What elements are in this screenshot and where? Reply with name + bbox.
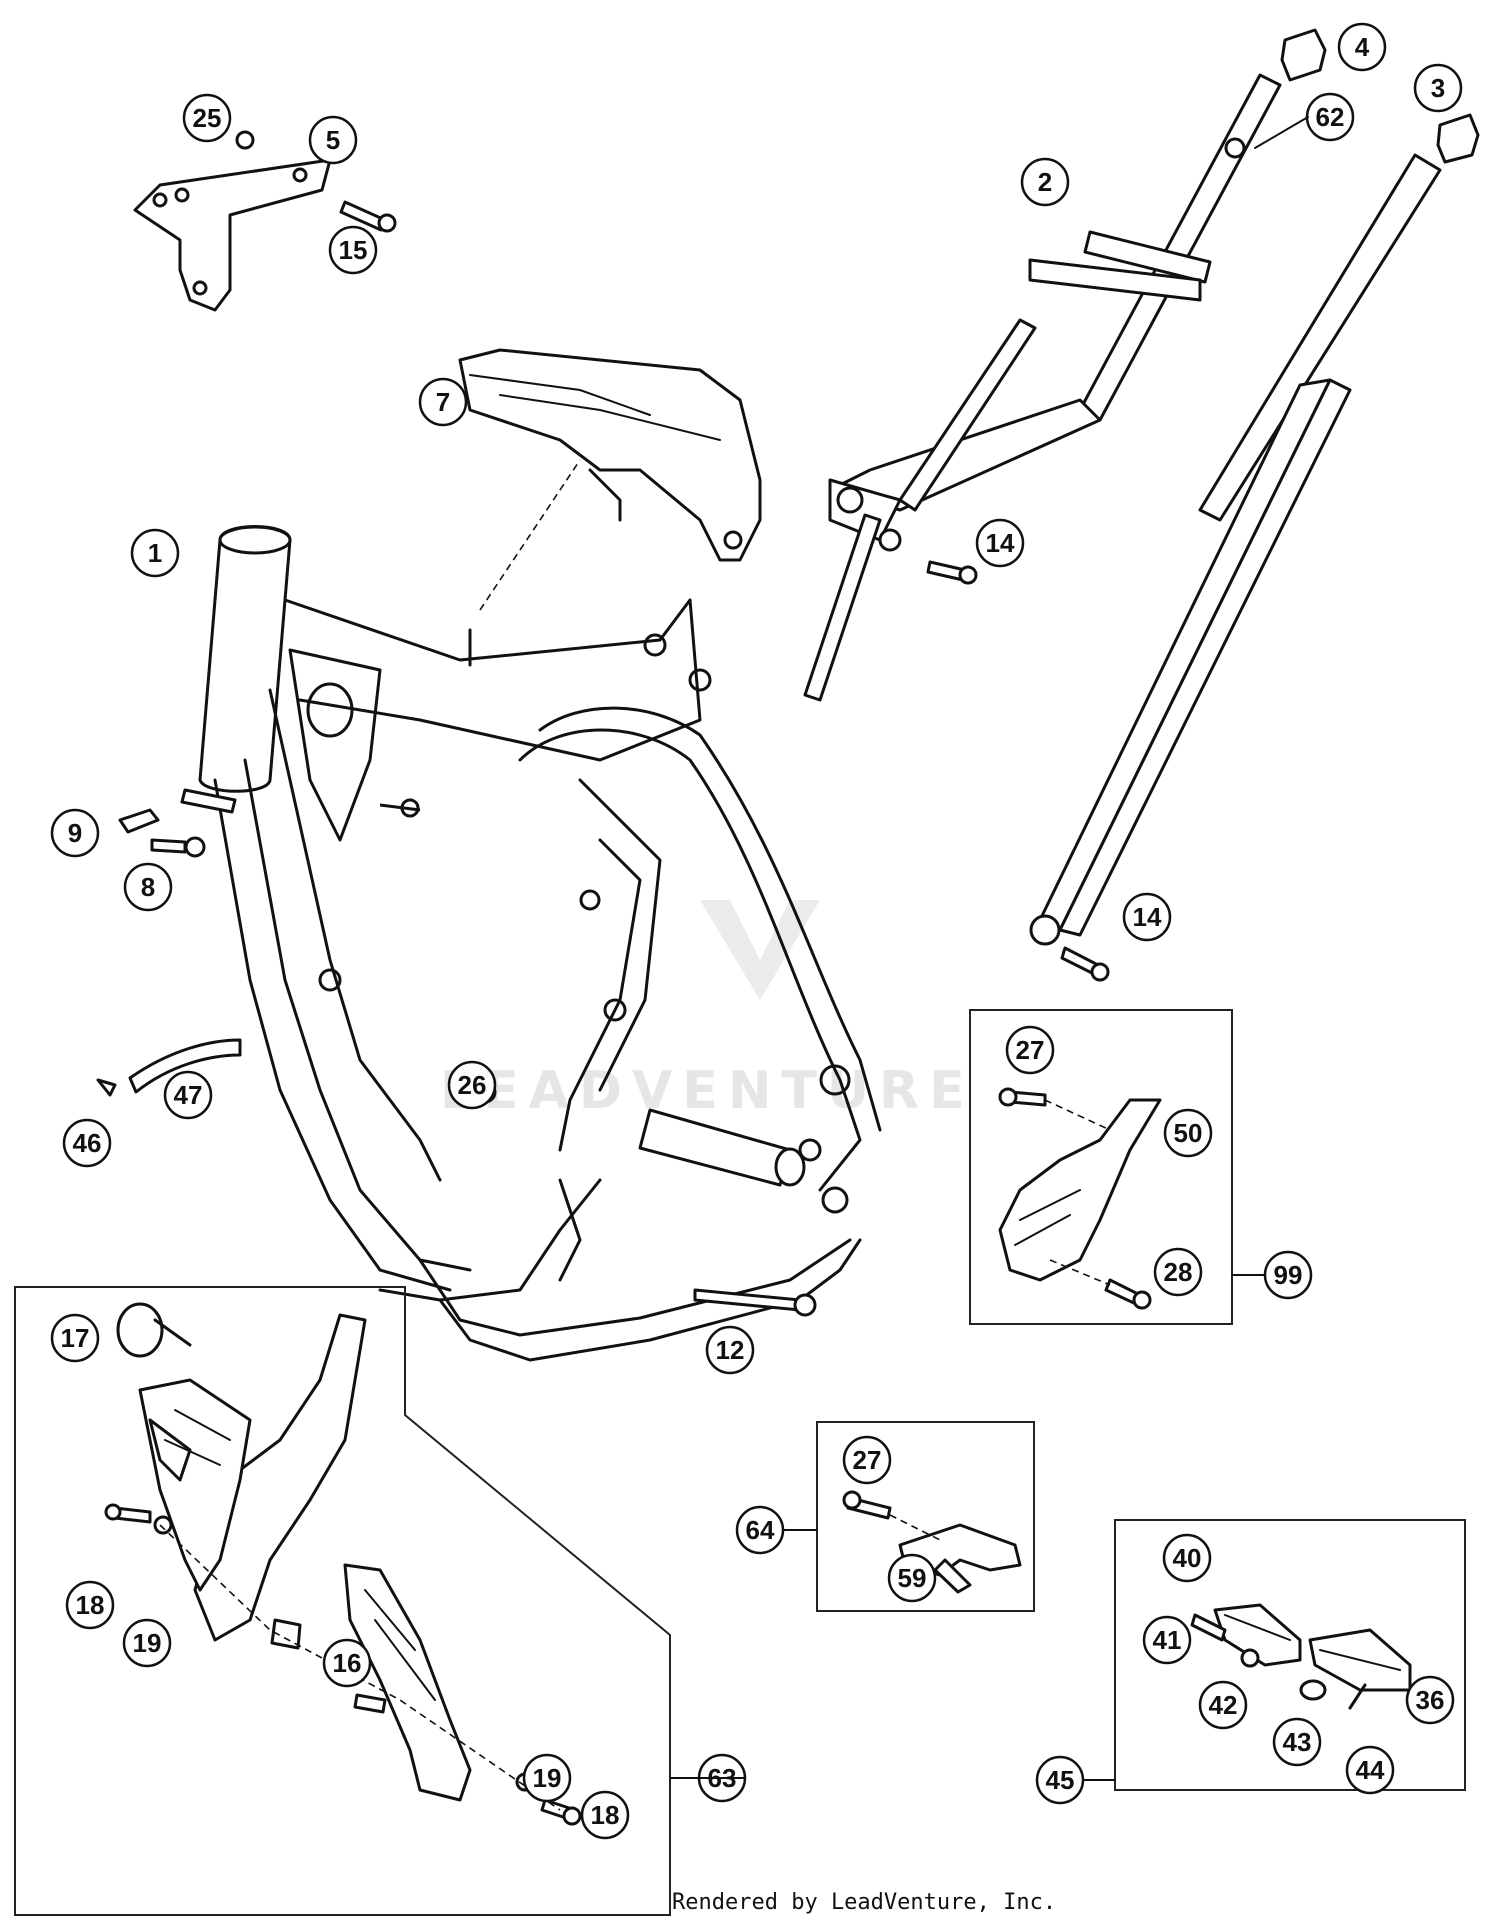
box-64: [816, 1421, 1035, 1612]
callout-27-box99[interactable]: 27: [1005, 1025, 1055, 1075]
svg-text:14: 14: [986, 528, 1015, 558]
callout-47[interactable]: 47: [163, 1070, 213, 1120]
svg-text:42: 42: [1209, 1690, 1238, 1720]
svg-text:36: 36: [1416, 1685, 1445, 1715]
svg-text:19: 19: [533, 1763, 562, 1793]
svg-text:18: 18: [591, 1800, 620, 1830]
callout-19-left[interactable]: 19: [122, 1618, 172, 1668]
callout-leaders: [669, 116, 1309, 1781]
callout-36[interactable]: 36: [1405, 1675, 1455, 1725]
svg-text:27: 27: [853, 1445, 882, 1475]
callout-40[interactable]: 40: [1162, 1533, 1212, 1583]
svg-text:15: 15: [339, 235, 368, 265]
svg-text:7: 7: [436, 387, 450, 417]
box-99: [969, 1009, 1233, 1325]
svg-text:47: 47: [174, 1080, 203, 1110]
svg-text:62: 62: [1316, 102, 1345, 132]
svg-text:25: 25: [193, 103, 222, 133]
callout-62[interactable]: 62: [1305, 92, 1355, 142]
callout-19-right[interactable]: 19: [522, 1753, 572, 1803]
svg-text:4: 4: [1355, 32, 1370, 62]
footer-credit: Rendered by LeadVenture, Inc.: [672, 1890, 1057, 1915]
box-63: [14, 1286, 671, 1916]
callout-18-left[interactable]: 18: [65, 1580, 115, 1630]
callout-42[interactable]: 42: [1198, 1680, 1248, 1730]
svg-text:99: 99: [1274, 1260, 1303, 1290]
callout-25[interactable]: 25: [182, 93, 232, 143]
callout-27-box64[interactable]: 27: [842, 1435, 892, 1485]
svg-text:40: 40: [1173, 1543, 1202, 1573]
engine-mount-bracket[interactable]: [133, 130, 397, 312]
watermark-text: LEADVENTURE: [440, 1061, 975, 1121]
callout-17[interactable]: 17: [50, 1313, 100, 1363]
callout-1[interactable]: 1: [130, 528, 180, 578]
svg-text:41: 41: [1153, 1625, 1182, 1655]
callout-64[interactable]: 64: [735, 1505, 785, 1555]
svg-text:2: 2: [1038, 167, 1052, 197]
callout-5[interactable]: 5: [308, 115, 358, 165]
callout-26[interactable]: 26: [447, 1060, 497, 1110]
callout-18-right[interactable]: 18: [580, 1790, 630, 1840]
callout-4[interactable]: 4: [1337, 22, 1387, 72]
callout-43[interactable]: 43: [1272, 1717, 1322, 1767]
callout-16[interactable]: 16: [322, 1638, 372, 1688]
callout-3[interactable]: 3: [1413, 63, 1463, 113]
svg-text:45: 45: [1046, 1765, 1075, 1795]
svg-text:14: 14: [1133, 902, 1162, 932]
callout-99[interactable]: 99: [1263, 1250, 1313, 1300]
chain-guide-assembly[interactable]: [998, 1087, 1162, 1310]
callout-8[interactable]: 8: [123, 862, 173, 912]
watermark: LEADVENTURE: [440, 900, 975, 1121]
svg-text:12: 12: [716, 1335, 745, 1365]
callout-44[interactable]: 44: [1345, 1745, 1395, 1795]
svg-text:43: 43: [1283, 1727, 1312, 1757]
callout-59[interactable]: 59: [887, 1553, 937, 1603]
callout-12[interactable]: 12: [705, 1325, 755, 1375]
callout-46[interactable]: 46: [62, 1118, 112, 1168]
callout-2[interactable]: 2: [1020, 157, 1070, 207]
callout-45[interactable]: 45: [1035, 1755, 1085, 1805]
callout-7[interactable]: 7: [418, 377, 468, 427]
svg-text:8: 8: [141, 872, 155, 902]
svg-text:5: 5: [326, 125, 340, 155]
callout-41[interactable]: 41: [1142, 1615, 1192, 1665]
svg-text:17: 17: [61, 1323, 90, 1353]
frame-protector-assembly[interactable]: [104, 1302, 582, 1826]
subframe[interactable]: [803, 28, 1480, 982]
svg-text:16: 16: [333, 1648, 362, 1678]
svg-text:64: 64: [746, 1515, 775, 1545]
svg-text:9: 9: [68, 818, 82, 848]
svg-text:3: 3: [1431, 73, 1445, 103]
svg-text:26: 26: [458, 1070, 487, 1100]
svg-text:27: 27: [1016, 1035, 1045, 1065]
svg-text:18: 18: [76, 1590, 105, 1620]
tank-bracket[interactable]: [458, 348, 762, 611]
callout-15[interactable]: 15: [328, 225, 378, 275]
svg-text:50: 50: [1174, 1118, 1203, 1148]
callout-28[interactable]: 28: [1153, 1247, 1203, 1297]
footrest-assembly[interactable]: [1190, 1603, 1412, 1710]
svg-text:46: 46: [73, 1128, 102, 1158]
callout-9[interactable]: 9: [50, 808, 100, 858]
svg-text:28: 28: [1164, 1257, 1193, 1287]
box-45: [1114, 1519, 1466, 1791]
callout-50[interactable]: 50: [1163, 1108, 1213, 1158]
frame-hardware: [96, 788, 817, 1317]
callout-14-upper[interactable]: 14: [975, 518, 1025, 568]
main-frame[interactable]: [198, 525, 882, 1362]
svg-text:1: 1: [148, 538, 162, 568]
callout-14-lower[interactable]: 14: [1122, 892, 1172, 942]
svg-text:59: 59: [898, 1563, 927, 1593]
svg-text:19: 19: [133, 1628, 162, 1658]
svg-text:44: 44: [1356, 1755, 1385, 1785]
